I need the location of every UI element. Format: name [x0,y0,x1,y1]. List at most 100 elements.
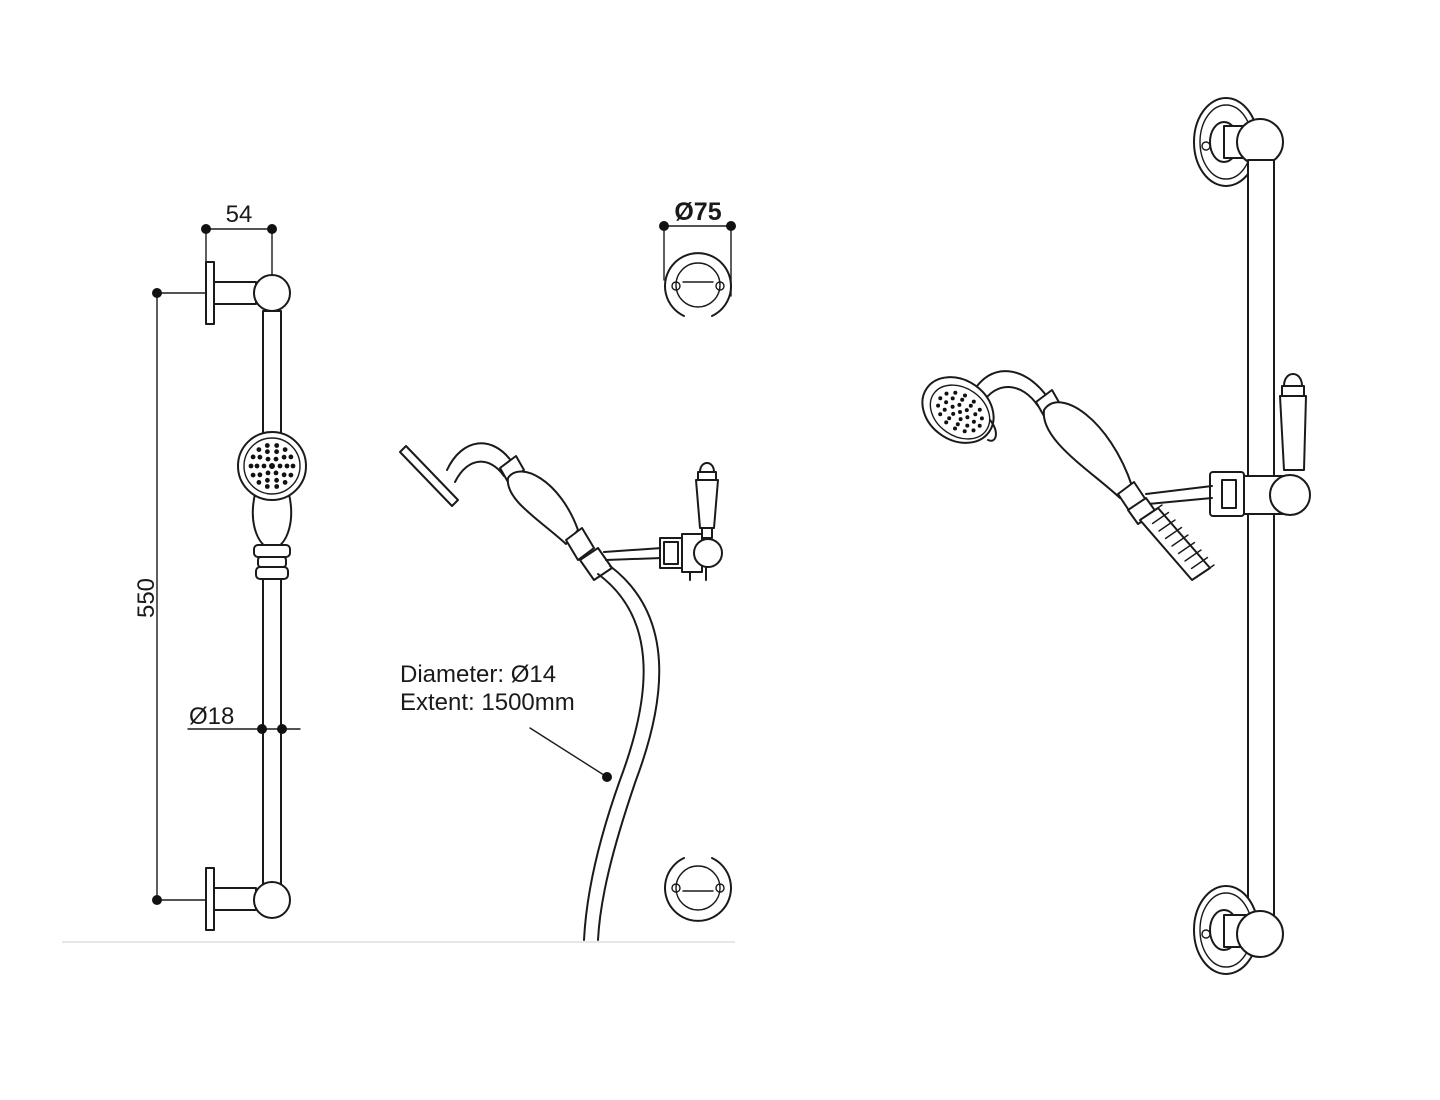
hose-coil-ring [1197,564,1215,577]
nozzle-dot [288,454,294,460]
nozzle-dot [284,463,290,469]
nozzle-dot [971,399,976,404]
persp-hand-shower [921,370,1215,581]
nozzle-dot [265,470,271,476]
nozzle-dot [274,449,279,455]
nozzle-dot [250,454,256,460]
side-lever [695,462,719,539]
nozzle-dot [977,423,982,428]
nozzle-dot [950,404,955,409]
persp-bottom-flange [1193,885,1284,975]
dim-550: 550 [133,288,207,905]
nozzle-dot [265,477,270,483]
hose-coil-ring [1190,556,1209,570]
dim-550-label: 550 [133,578,160,618]
nozzle-dot [968,403,973,408]
nozzle-dot [250,472,256,478]
dim-75-label: Ø75 [674,198,721,226]
slide-rail [262,310,282,887]
nozzle-dot [944,420,949,425]
nozzle-dot [256,447,262,452]
nozzle-dot [274,477,279,483]
nozzle-dot [973,412,978,417]
nozzle-dot [971,419,976,424]
nozzle-dot [971,428,976,433]
nozzle-dot [288,472,294,478]
nozzle-dot [281,454,287,460]
side-hose [583,573,645,941]
nozzle-dot [274,443,280,448]
flange-top-view: Ø75 [659,198,736,317]
nozzle-dot [953,390,958,395]
nozzle-dot [265,456,271,462]
side-shower-head [399,445,459,507]
hose-coil-ring [1171,534,1189,547]
hose-coil-ring [1151,511,1170,525]
nozzle-dot [269,463,275,469]
nozzle-dot [950,396,955,401]
top-wall-bracket [205,261,291,325]
side-handle [506,470,579,545]
nozzle-dot [944,400,949,405]
front-shower-head [237,431,307,551]
nozzle-dot [257,472,263,478]
front-view: 54 550 Ø18 [133,201,307,931]
nozzle-dot [261,463,267,469]
hose-coil-ring [1158,519,1176,532]
nozzle-dot [264,484,270,489]
nozzle-dot [951,411,956,416]
persp-top-flange [1193,97,1284,187]
nozzle-dot [958,417,963,422]
dim-54-label: 54 [226,201,253,228]
dim-54: 54 [201,201,277,276]
nozzle-dot [282,447,288,452]
nozzle-dot [965,415,970,420]
hose-coil-ring [1164,526,1183,540]
nozzle-dot [274,484,280,489]
side-view: Ø75 Diameter: Ø14 Extent: 1500mm [399,198,736,941]
persp-lever [1279,373,1307,471]
nozzle-dot [281,472,287,478]
nozzle-dot [256,480,262,485]
flange-bottom-view [664,857,732,922]
nozzle-dot [277,463,283,469]
nozzle-dot [290,463,296,469]
nozzle-dot [957,402,962,407]
nozzle-dot [264,443,270,448]
nozzle-dot [273,456,279,462]
nozzle-dot [965,423,970,428]
nozzle-dot [282,480,288,485]
nozzle-dot [977,407,982,412]
nozzle-dot [942,407,947,412]
hose-note: Diameter: Ø14 Extent: 1500mm [400,661,612,782]
nozzle-dot [958,410,962,414]
perspective-view [921,97,1311,975]
nozzle-dot [257,454,263,460]
nozzle-dot [936,403,941,408]
front-slider [253,544,291,580]
nozzle-dot [248,463,254,469]
nozzle-dot [962,429,967,434]
nozzle-dot [979,416,984,421]
nozzle-dot [963,393,967,398]
nozzle-dot [938,396,943,401]
nozzle-dot [964,408,969,413]
nozzle-dot [953,426,957,431]
nozzle-dot [265,449,270,455]
nozzle-dot [960,397,965,402]
nozzle-dot [947,416,952,421]
nozzle-dot [944,391,949,396]
dim-18-label: Ø18 [189,703,234,730]
nozzle-dot [273,470,279,476]
persp-slider [1145,471,1311,517]
hose-extent-label: Extent: 1500mm [400,689,575,716]
hose-coil-ring [1177,541,1196,555]
dim-18: Ø18 [187,703,301,734]
nozzle-dot [955,422,960,427]
nozzle-dot [254,463,260,469]
hose-diameter-label: Diameter: Ø14 [400,661,556,688]
persp-rail [1247,159,1275,921]
side-slider [659,533,723,581]
hose-coil-ring [1184,549,1202,562]
